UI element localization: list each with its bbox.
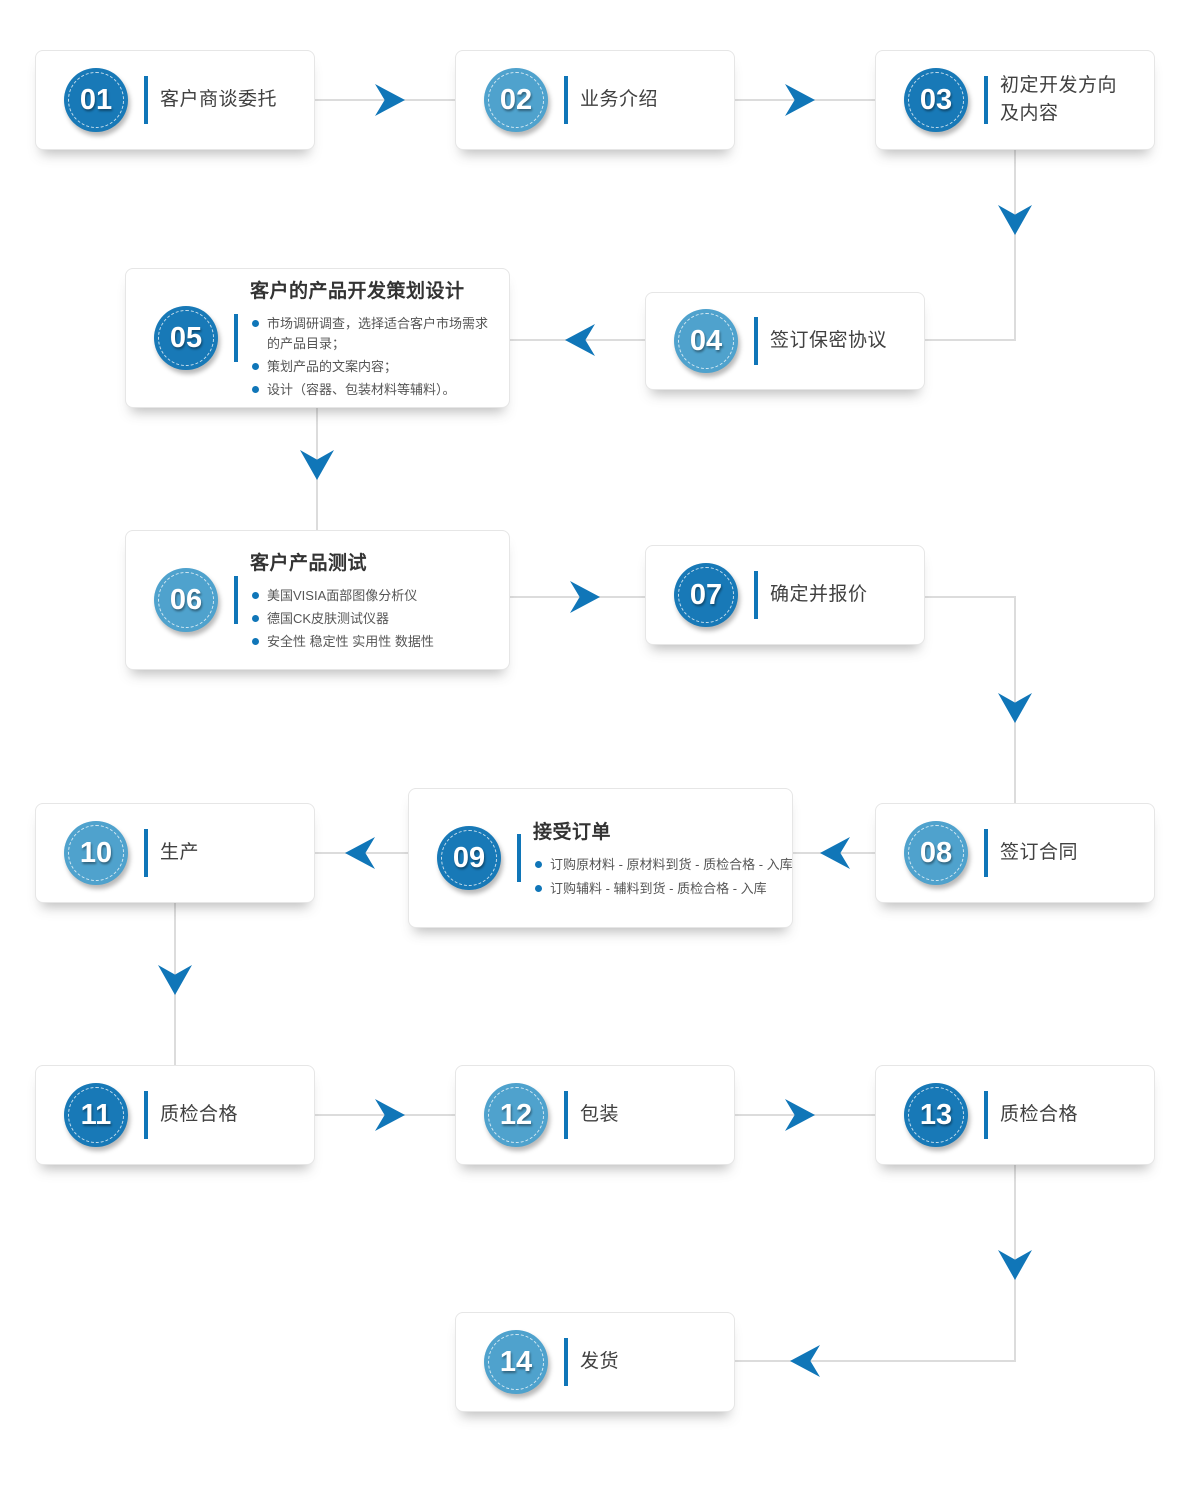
step-number: 05 — [169, 321, 203, 354]
step-06-badge: 06 — [154, 568, 218, 632]
step-04-card: 04 签订保密协议 — [645, 292, 925, 390]
step-01-badge: 01 — [64, 68, 128, 132]
step-06-bullet: 美国VISIA面部图像分析仪 — [250, 586, 434, 606]
step-02-badge: 02 — [484, 68, 548, 132]
step-14-card: 14 发货 — [455, 1312, 735, 1412]
step-09-badge: 09 — [437, 826, 501, 890]
separator-bar — [517, 834, 521, 882]
step-13-badge: 13 — [904, 1083, 968, 1147]
bullet-dot — [252, 386, 259, 394]
step-number: 14 — [499, 1345, 533, 1378]
step-04-label: 签订保密协议 — [770, 330, 888, 352]
step-09-title: 接受订单 — [533, 822, 612, 844]
step-12-card: 12 包装 — [455, 1065, 735, 1165]
separator-bar — [984, 76, 988, 124]
bullet-dot — [252, 363, 259, 370]
step-number: 06 — [169, 583, 203, 616]
step-06-card: 06 客户产品测试 美国VISIA面部图像分析仪 德国CK皮肤测试仪器 安全性 … — [125, 530, 510, 670]
step-number: 07 — [689, 578, 723, 611]
connector-line — [1014, 597, 1016, 803]
step-09-bullet: 订购辅料 - 辅料到货 - 质检合格 - 入库 — [533, 879, 772, 899]
step-number: 03 — [919, 83, 953, 116]
step-04-badge: 04 — [674, 309, 738, 373]
bullet-dot — [252, 319, 259, 327]
step-number: 08 — [919, 836, 953, 869]
step-07-card: 07 确定并报价 — [645, 545, 925, 645]
step-number: 09 — [452, 841, 486, 874]
step-11-label: 质检合格 — [160, 1104, 239, 1126]
separator-bar — [984, 829, 988, 877]
step-number: 13 — [919, 1098, 953, 1131]
step-12-badge: 12 — [484, 1083, 548, 1147]
step-12-label: 包装 — [580, 1104, 620, 1126]
step-10-card: 10 生产 — [35, 803, 315, 903]
step-13-card: 13 质检合格 — [875, 1065, 1155, 1165]
connector-line — [925, 339, 1016, 341]
step-02-card: 02 业务介绍 — [455, 50, 735, 150]
step-09-bullet: 订购原材料 - 原材料到货 - 质检合格 - 入库 — [533, 855, 793, 875]
step-03-badge: 03 — [904, 68, 968, 132]
step-08-label: 签订合同 — [1000, 842, 1079, 864]
step-11-card: 11 质检合格 — [35, 1065, 315, 1165]
step-14-badge: 14 — [484, 1330, 548, 1394]
step-03-card: 03 初定开发方向及内容 — [875, 50, 1155, 150]
step-05-bullet: 设计（容器、包装材料等辅料）。 — [250, 380, 489, 400]
step-05-card: 05 客户的产品开发策划设计 市场调研调查，选择适合客户市场需求的产品目录； 策… — [125, 268, 510, 408]
step-03-label: 初定开发方向及内容 — [1000, 75, 1118, 124]
step-07-label: 确定并报价 — [770, 584, 868, 606]
step-14-label: 发货 — [580, 1351, 620, 1373]
bullet-dot — [252, 591, 259, 599]
step-number: 12 — [499, 1098, 533, 1131]
step-06-bullet: 德国CK皮肤测试仪器 — [250, 609, 434, 629]
separator-bar — [754, 317, 758, 365]
separator-bar — [564, 1338, 568, 1386]
bullet-dot — [535, 861, 542, 869]
separator-bar — [754, 571, 758, 619]
separator-bar — [144, 1091, 148, 1139]
step-10-label: 生产 — [160, 842, 200, 864]
separator-bar — [984, 1091, 988, 1139]
step-number: 04 — [689, 324, 723, 357]
step-01-label: 客户商谈委托 — [160, 89, 278, 111]
step-05-badge: 05 — [154, 306, 218, 370]
separator-bar — [144, 76, 148, 124]
step-number: 10 — [79, 836, 113, 869]
step-07-badge: 07 — [674, 563, 738, 627]
bullet-dot — [252, 638, 259, 646]
step-09-card: 09 接受订单 订购原材料 - 原材料到货 - 质检合格 - 入库 订购辅料 -… — [408, 788, 793, 928]
step-number: 11 — [80, 1098, 112, 1131]
step-13-label: 质检合格 — [1000, 1104, 1079, 1126]
step-10-badge: 10 — [64, 821, 128, 885]
step-number: 01 — [79, 83, 113, 116]
step-08-card: 08 签订合同 — [875, 803, 1155, 903]
connector-line — [510, 596, 645, 598]
separator-bar — [564, 1091, 568, 1139]
step-06-title: 客户产品测试 — [250, 552, 368, 574]
step-08-badge: 08 — [904, 821, 968, 885]
bullet-dot — [535, 884, 542, 892]
bullet-dot — [252, 614, 259, 622]
connector-line — [925, 596, 1016, 598]
separator-bar — [144, 829, 148, 877]
step-number: 02 — [499, 83, 533, 116]
step-06-bullet: 安全性 稳定性 实用性 数据性 — [250, 632, 434, 652]
step-11-badge: 11 — [64, 1083, 128, 1147]
step-01-card: 01 客户商谈委托 — [35, 50, 315, 150]
step-05-bullet: 策划产品的文案内容； — [250, 357, 489, 377]
step-05-title: 客户的产品开发策划设计 — [250, 280, 465, 302]
separator-bar — [234, 576, 238, 624]
step-02-label: 业务介绍 — [580, 89, 659, 111]
separator-bar — [564, 76, 568, 124]
separator-bar — [234, 314, 238, 362]
connector-line — [735, 1360, 1016, 1362]
step-05-bullet: 市场调研调查，选择适合客户市场需求的产品目录； — [250, 314, 489, 354]
connector-line — [1014, 150, 1016, 340]
